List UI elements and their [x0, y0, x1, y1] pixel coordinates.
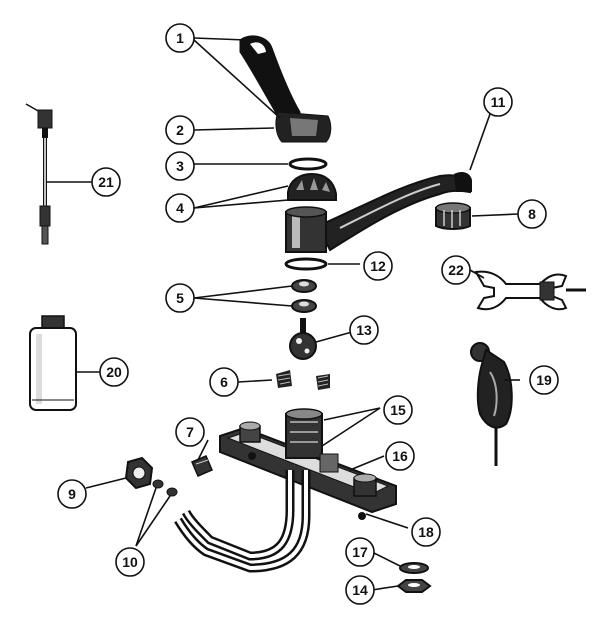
spout-11: [316, 172, 472, 252]
hose-21: [25, 103, 53, 245]
ball-13: [289, 318, 317, 360]
svg-text:14: 14: [352, 582, 368, 598]
callout-3: 3: [165, 151, 195, 181]
supply-tubes: [174, 470, 311, 573]
svg-text:8: 8: [528, 206, 536, 222]
callout-1: 1: [165, 23, 195, 53]
svg-text:2: 2: [176, 122, 184, 138]
washer-14: [396, 579, 432, 593]
callout-6: 6: [209, 367, 239, 397]
svg-text:6: 6: [220, 374, 228, 390]
svg-text:20: 20: [106, 364, 122, 380]
callout-8: 8: [517, 199, 547, 229]
washer-17: [399, 562, 429, 574]
callout-14: 14: [345, 575, 375, 605]
springs-6: [276, 370, 330, 390]
svg-text:7: 7: [186, 424, 194, 440]
svg-text:17: 17: [352, 544, 368, 560]
svg-text:19: 19: [536, 372, 552, 388]
aerator-8: [435, 202, 471, 230]
callout-10: 10: [115, 547, 145, 577]
callout-13: 13: [349, 315, 379, 345]
callout-18: 18: [411, 517, 441, 547]
callout-11: 11: [483, 87, 513, 117]
o-ring-12: [284, 257, 328, 271]
insert-7: [191, 455, 213, 477]
callout-2: 2: [165, 115, 195, 145]
bottle-20: [29, 315, 77, 411]
svg-text:5: 5: [176, 290, 184, 306]
svg-text:15: 15: [390, 402, 406, 418]
callout-19: 19: [529, 365, 559, 395]
callout-21: 21: [91, 167, 121, 197]
svg-text:1: 1: [176, 30, 184, 46]
svg-text:12: 12: [370, 258, 386, 274]
callout-9: 9: [57, 479, 87, 509]
callout-15: 15: [383, 395, 413, 425]
callout-5: 5: [165, 283, 195, 313]
svg-text:4: 4: [176, 200, 184, 216]
callout-12: 12: [363, 251, 393, 281]
svg-text:11: 11: [491, 94, 506, 110]
ferrules-10: [152, 479, 178, 497]
svg-text:16: 16: [392, 448, 408, 464]
callout-22: 22: [441, 255, 471, 285]
leader-lines: [46, 37, 520, 591]
sprayer-19: [470, 342, 513, 466]
callout-17: 17: [345, 537, 375, 567]
svg-text:18: 18: [418, 524, 434, 540]
handle-lever: [239, 35, 332, 143]
svg-text:22: 22: [448, 262, 464, 278]
svg-text:9: 9: [68, 486, 76, 502]
callout-20: 20: [99, 357, 129, 387]
seats-5: [291, 279, 317, 313]
svg-text:21: 21: [98, 174, 114, 190]
ring-3: [288, 157, 328, 171]
wrench-22: [474, 270, 586, 311]
svg-text:10: 10: [122, 554, 138, 570]
svg-text:3: 3: [176, 158, 184, 174]
cap-4: [287, 172, 337, 201]
callout-16: 16: [385, 441, 415, 471]
spout-collar: [285, 206, 327, 253]
callout-4: 4: [165, 193, 195, 223]
nut-9: [124, 456, 154, 490]
callout-7: 7: [175, 417, 205, 447]
svg-text:13: 13: [356, 322, 372, 338]
